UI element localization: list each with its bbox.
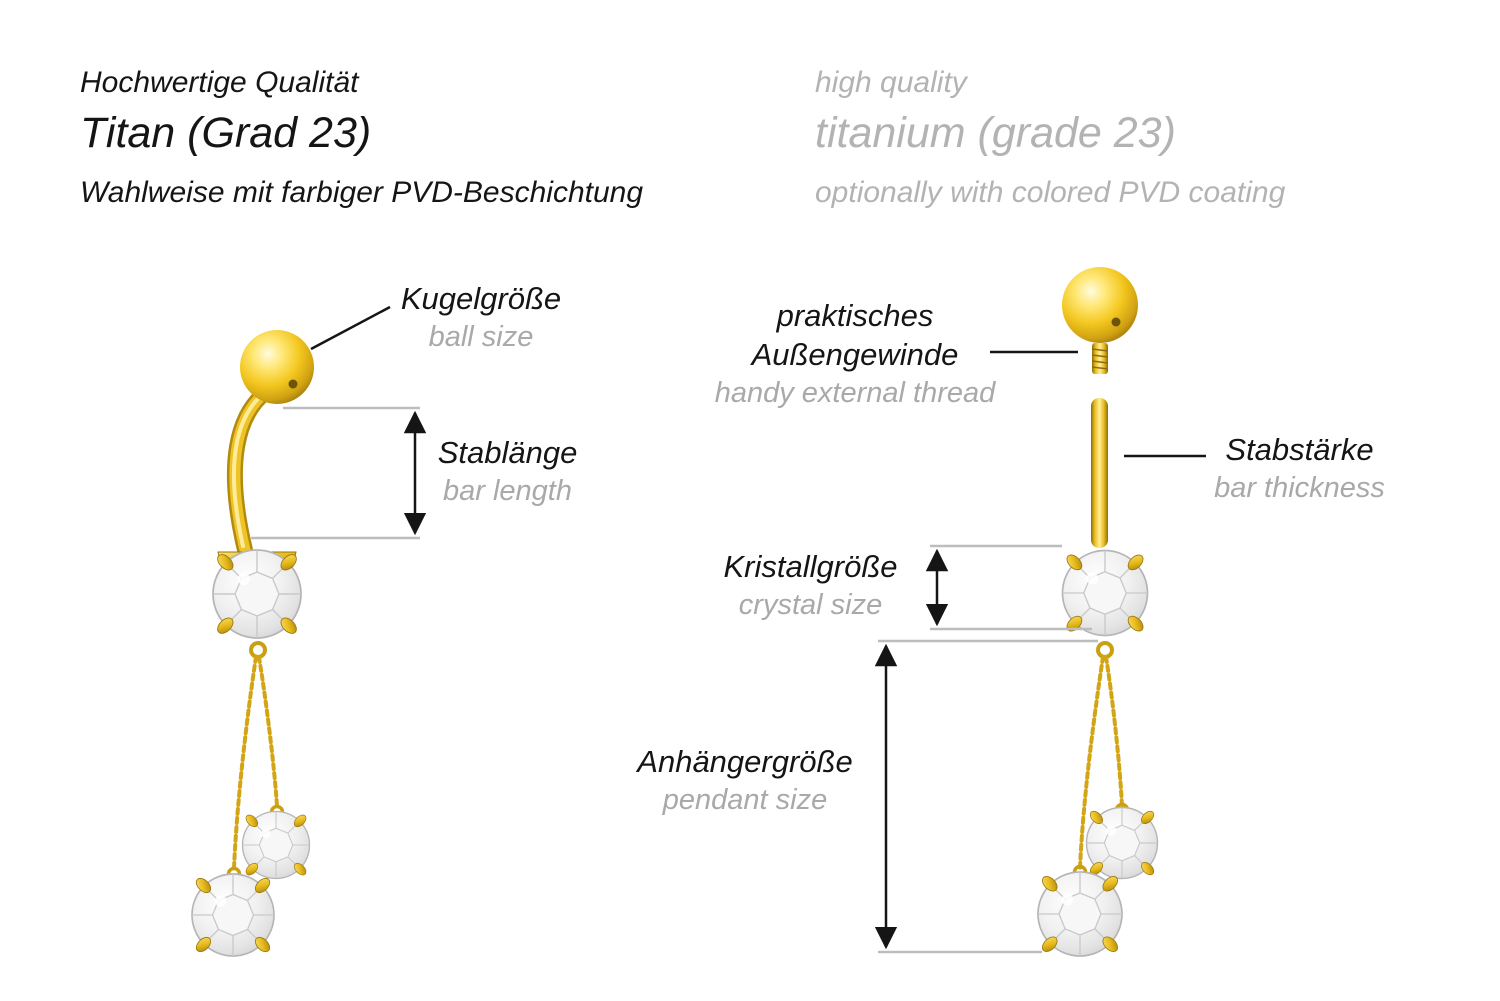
header-quality-en: high quality (815, 66, 967, 99)
crystal-size-label-de: Kristallgröße (723, 549, 898, 584)
right-piercing-illustration (1037, 267, 1159, 957)
main-crystal (212, 549, 302, 639)
annotation-external-thread: praktisches Außengewinde handy external … (690, 297, 1020, 411)
chain-strand (257, 655, 279, 808)
bar-length-label-de: Stablänge (437, 435, 578, 470)
dangle-crystal-small (241, 810, 311, 880)
annotation-bar-thickness: Stabstärke bar thickness (1192, 431, 1407, 506)
straight-bar (1091, 398, 1108, 548)
header-english: high quality titanium (grade 23) optiona… (815, 66, 1285, 210)
chain-strand (232, 655, 258, 870)
ball-size-label-de: Kugelgröße (400, 281, 562, 316)
dangle-crystal-small (1085, 806, 1159, 880)
annotation-bar-length: Stablänge bar length (420, 434, 595, 509)
left-piercing-illustration (191, 330, 314, 957)
bar-thickness-label-en: bar thickness (1214, 471, 1385, 504)
dangle-crystal-large (191, 873, 275, 957)
main-crystal (1061, 549, 1149, 637)
pendant-size-label-de: Anhängergröße (637, 744, 853, 779)
header-quality-de: Hochwertige Qualität (80, 66, 359, 99)
top-ball (240, 330, 314, 404)
pendant-size-label-en: pendant size (662, 783, 828, 816)
ball-size-pointer-line (310, 305, 391, 351)
ball-size-label-en: ball size (428, 320, 534, 353)
header-material-de: Titan (Grad 23) (80, 109, 372, 157)
external-thread-label-de1: praktisches (776, 298, 934, 333)
annotation-lines (251, 305, 1206, 954)
bar-thickness-label-de: Stabstärke (1225, 432, 1374, 467)
header-material-en: titanium (grade 23) (815, 109, 1176, 157)
annotation-ball-size: Kugelgröße ball size (381, 280, 581, 355)
header-coating-de: Wahlweise mit farbiger PVD-Beschichtung (80, 176, 644, 209)
chain-strand (1104, 655, 1124, 808)
header-german: Hochwertige Qualität Titan (Grad 23) Wah… (80, 66, 643, 210)
annotation-pendant-size: Anhängergröße pendant size (610, 743, 880, 818)
annotation-crystal-size: Kristallgröße crystal size (703, 548, 918, 623)
bar-length-label-en: bar length (443, 474, 572, 507)
external-thread-label-de2: Außengewinde (751, 336, 959, 372)
header-coating-en: optionally with colored PVD coating (815, 176, 1286, 209)
external-thread-stub (1091, 343, 1109, 374)
dangle-crystal-large (1037, 871, 1123, 957)
external-thread-label-en: handy external thread (714, 376, 996, 409)
top-ball (1062, 267, 1138, 343)
crystal-size-label-en: crystal size (738, 588, 883, 621)
chain-strand (1078, 655, 1105, 870)
